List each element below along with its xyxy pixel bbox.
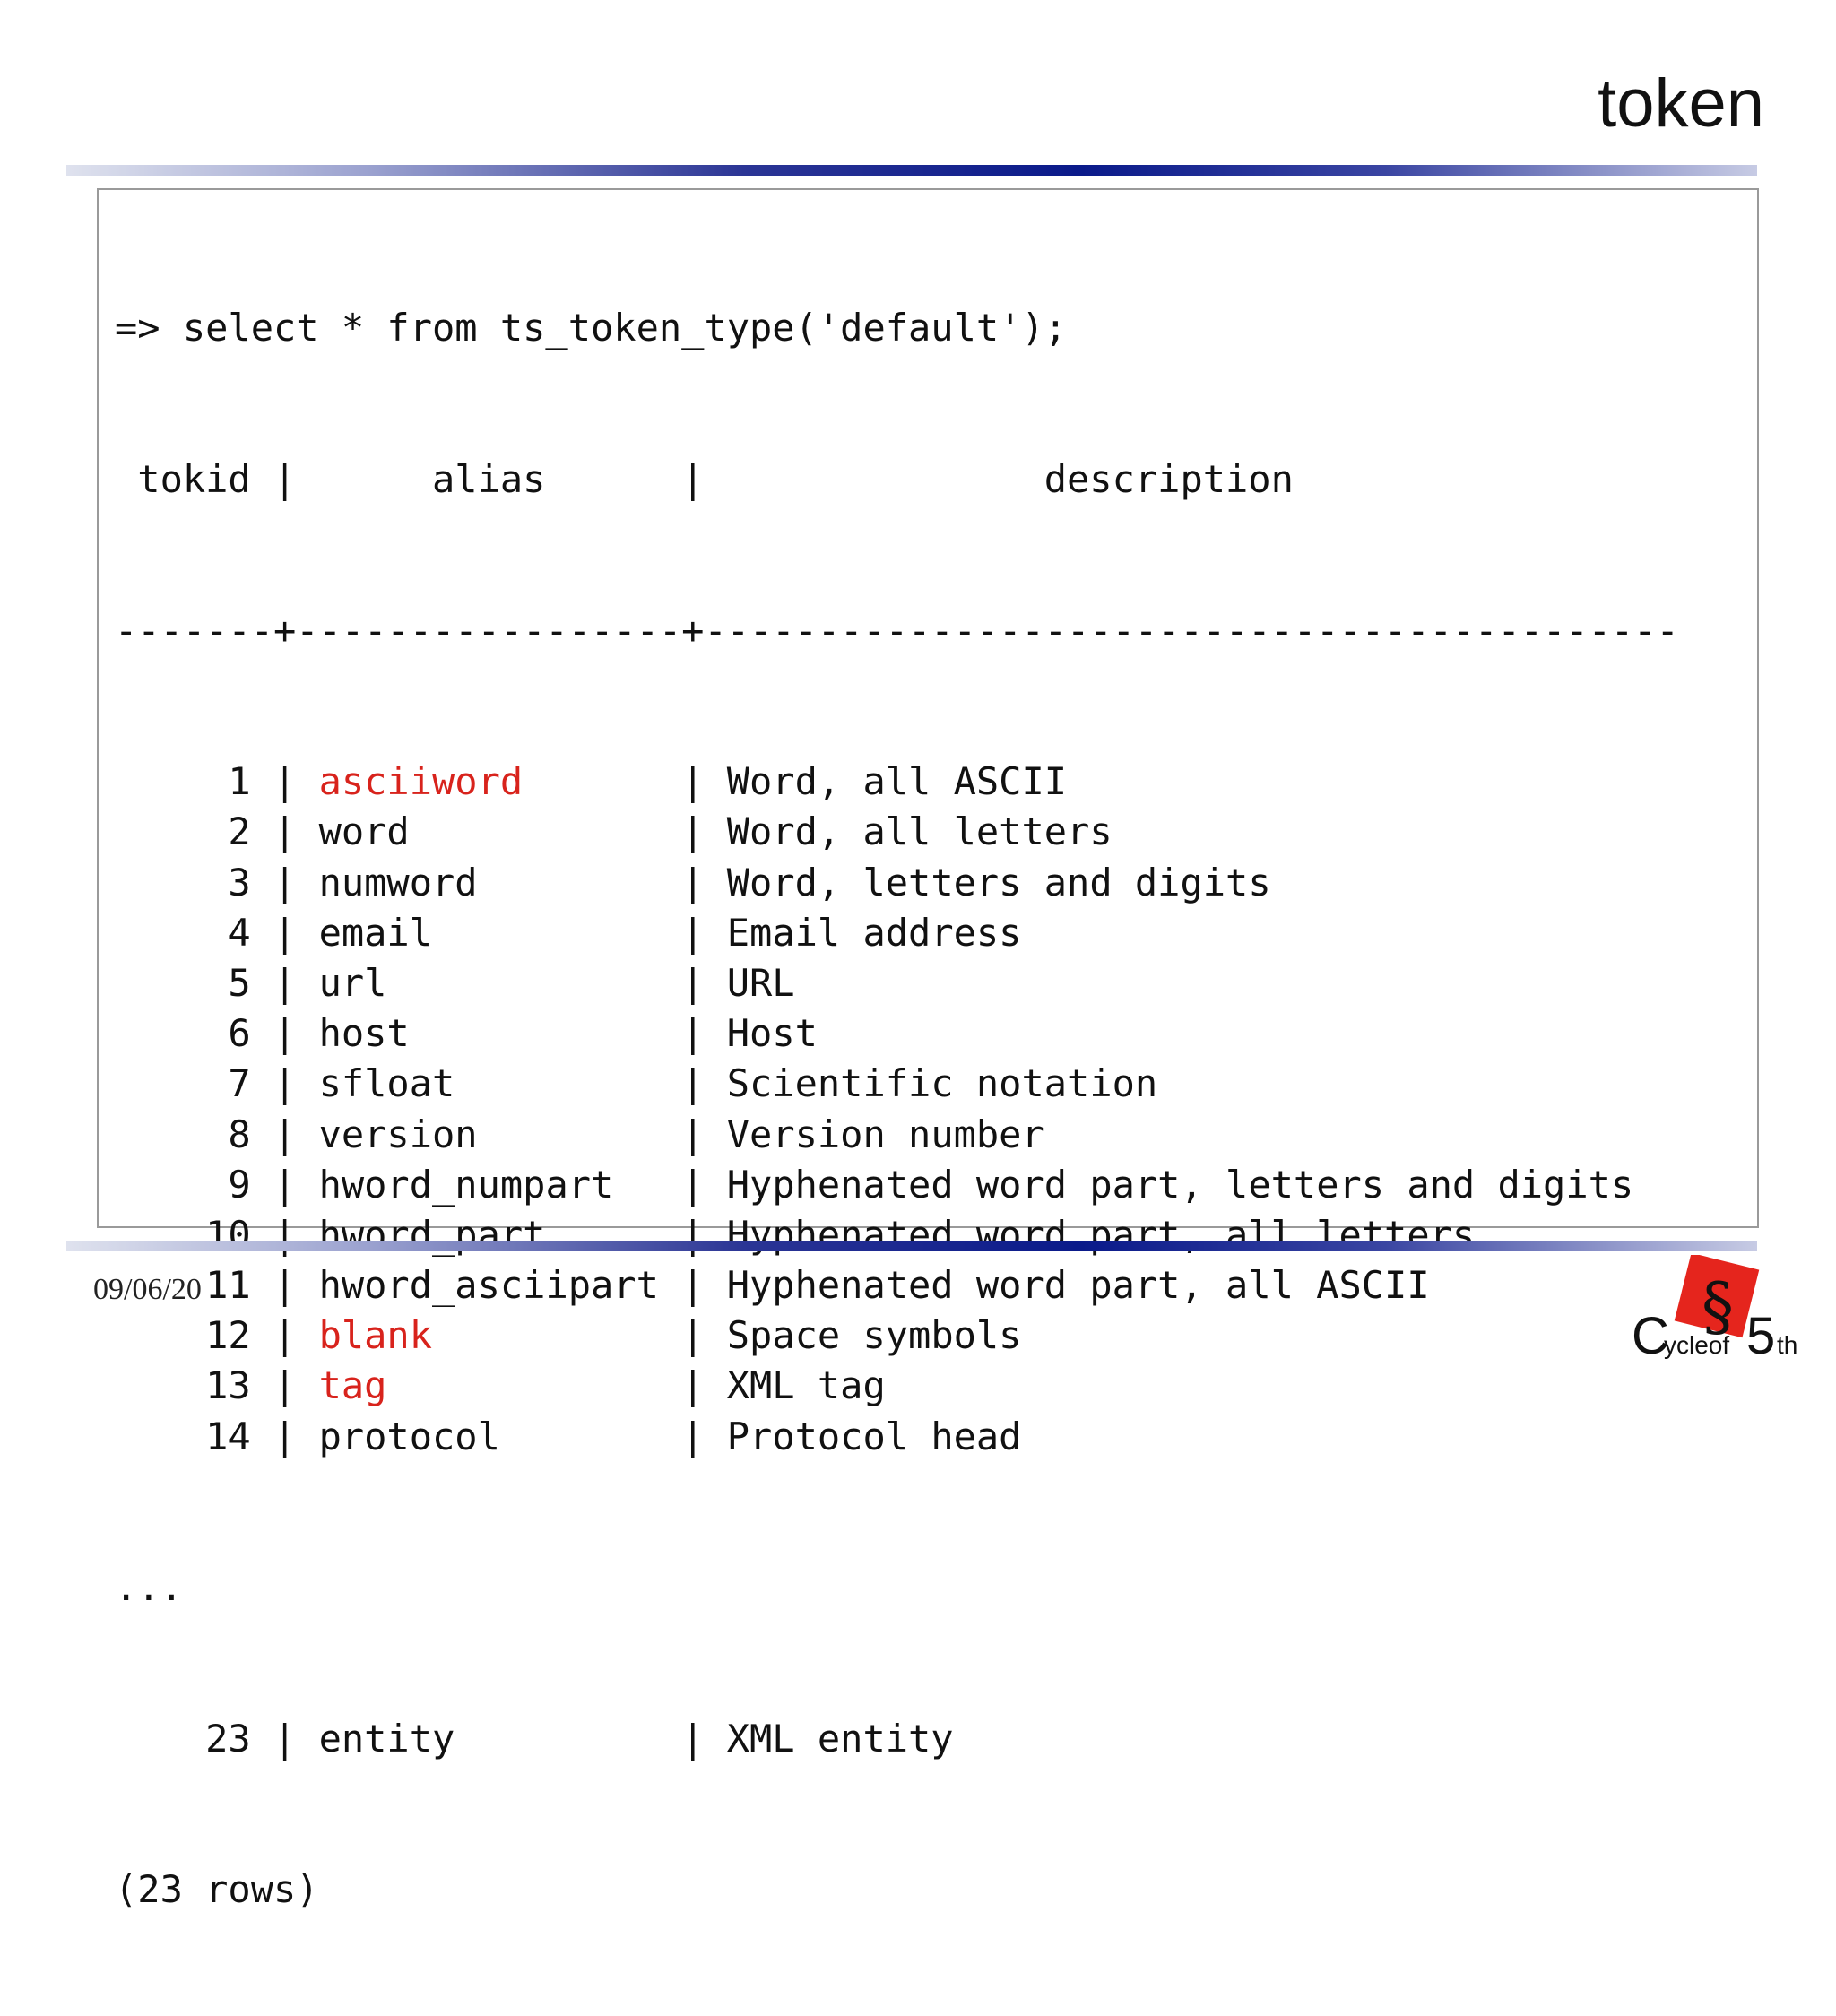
row-alias: url bbox=[318, 960, 387, 1005]
bottom-divider bbox=[66, 1241, 1757, 1251]
row-alias: asciiword bbox=[318, 759, 524, 804]
row-description: XML tag bbox=[726, 1363, 886, 1408]
result-row: 9 | hword_numpart | Hyphenated word part… bbox=[115, 1160, 1679, 1210]
top-divider bbox=[66, 165, 1757, 176]
row-pad: | bbox=[455, 1716, 727, 1761]
row-alias: protocol bbox=[318, 1414, 500, 1458]
row-pad: | bbox=[523, 759, 727, 804]
row-number: 11 | bbox=[115, 1263, 319, 1308]
row-pad: | bbox=[658, 1263, 727, 1308]
row-number: 12 | bbox=[115, 1313, 319, 1358]
row-alias: entity bbox=[318, 1716, 455, 1761]
result-row: 2 | word | Word, all letters bbox=[115, 807, 1679, 857]
row-description: Protocol head bbox=[726, 1414, 1022, 1458]
row-pad: | bbox=[432, 1313, 727, 1358]
row-number: 8 | bbox=[115, 1112, 319, 1156]
row-description: Word, all letters bbox=[726, 809, 1113, 854]
row-description: Scientific notation bbox=[726, 1061, 1158, 1106]
row-alias: hword_numpart bbox=[318, 1162, 614, 1207]
logo-suffix-th: th bbox=[1777, 1331, 1797, 1359]
row-pad: | bbox=[432, 910, 727, 955]
row-pad: | bbox=[386, 1363, 727, 1408]
row-count-line: (23 rows) bbox=[115, 1867, 319, 1912]
row-description: Word, all ASCII bbox=[726, 759, 1068, 804]
row-alias: hword_asciipart bbox=[318, 1263, 659, 1308]
last-row-line: 23 | entity | XML entity bbox=[115, 1714, 1679, 1764]
result-separator-line: -------+-----------------+--------------… bbox=[115, 608, 1679, 653]
result-row: 7 | sfloat | Scientific notation bbox=[115, 1059, 1679, 1109]
code-block: => select * from ts_token_type('default'… bbox=[97, 188, 1759, 1911]
row-number: 14 | bbox=[115, 1414, 319, 1458]
row-description: Hyphenated word part, all ASCII bbox=[726, 1263, 1430, 1308]
row-pad: | bbox=[499, 1414, 727, 1458]
result-row: 14 | protocol | Protocol head bbox=[115, 1412, 1679, 1462]
row-number: 4 | bbox=[115, 910, 319, 955]
row-pad: | bbox=[455, 1061, 727, 1106]
row-description: Host bbox=[726, 1011, 818, 1056]
row-number: 1 | bbox=[115, 759, 319, 804]
result-row: 11 | hword_asciipart | Hyphenated word p… bbox=[115, 1260, 1679, 1311]
logo-symbol: § bbox=[1702, 1268, 1734, 1344]
result-row: 13 | tag | XML tag bbox=[115, 1361, 1679, 1411]
row-pad: | bbox=[409, 1011, 727, 1056]
row-alias: word bbox=[318, 809, 410, 854]
row-description: Email address bbox=[726, 910, 1022, 955]
row-number: 13 | bbox=[115, 1363, 319, 1408]
row-alias: email bbox=[318, 910, 433, 955]
sql-command-line: => select * from ts_token_type('default'… bbox=[115, 306, 1068, 350]
row-description: URL bbox=[726, 960, 795, 1005]
row-alias: tag bbox=[318, 1363, 387, 1408]
result-header-line: tokid | alias | description bbox=[115, 457, 1294, 501]
row-alias: host bbox=[318, 1011, 410, 1056]
row-pad: | bbox=[477, 1112, 727, 1156]
result-row: 12 | blank | Space symbols bbox=[115, 1311, 1679, 1361]
result-row: 10 | hword_part | Hyphenated word part, … bbox=[115, 1210, 1679, 1260]
row-number: 9 | bbox=[115, 1162, 319, 1207]
result-row: 1 | asciiword | Word, all ASCII bbox=[115, 757, 1679, 807]
row-number: 7 | bbox=[115, 1061, 319, 1106]
row-number: 23 | bbox=[115, 1716, 319, 1761]
code-lines: => select * from ts_token_type('default'… bbox=[115, 203, 1679, 2016]
row-number: 2 | bbox=[115, 809, 319, 854]
logo-letter-c: C bbox=[1632, 1307, 1669, 1363]
row-description: Word, letters and digits bbox=[726, 860, 1271, 904]
result-row: 8 | version | Version number bbox=[115, 1110, 1679, 1160]
row-pad: | bbox=[613, 1162, 727, 1207]
logo-red-square bbox=[1674, 1255, 1760, 1338]
row-description: Version number bbox=[726, 1112, 1044, 1156]
slide-title: token bbox=[1598, 65, 1764, 142]
footer-date: 09/06/20 bbox=[93, 1273, 202, 1306]
row-number: 6 | bbox=[115, 1011, 319, 1056]
result-row: 6 | host | Host bbox=[115, 1008, 1679, 1059]
ellipsis-line: ... bbox=[115, 1565, 183, 1610]
row-number: 3 | bbox=[115, 860, 319, 904]
row-number: 5 | bbox=[115, 960, 319, 1005]
result-row: 5 | url | URL bbox=[115, 958, 1679, 1008]
row-pad: | bbox=[409, 809, 727, 854]
row-alias: version bbox=[318, 1112, 478, 1156]
row-description: XML entity bbox=[726, 1716, 954, 1761]
result-row: 4 | email | Email address bbox=[115, 908, 1679, 958]
row-description: Space symbols bbox=[726, 1313, 1022, 1358]
result-row: 3 | numword | Word, letters and digits bbox=[115, 858, 1679, 908]
row-alias: blank bbox=[318, 1313, 433, 1358]
row-pad: | bbox=[477, 860, 727, 904]
row-alias: sfloat bbox=[318, 1061, 455, 1106]
cycleof5th-logo: § C ycleof 5 th bbox=[1632, 1255, 1797, 1363]
logo-word-ycleof: ycleof bbox=[1664, 1331, 1729, 1359]
row-alias: numword bbox=[318, 860, 478, 904]
row-pad: | bbox=[386, 960, 727, 1005]
logo-digit-5: 5 bbox=[1746, 1307, 1775, 1363]
row-description: Hyphenated word part, letters and digits bbox=[726, 1162, 1634, 1207]
